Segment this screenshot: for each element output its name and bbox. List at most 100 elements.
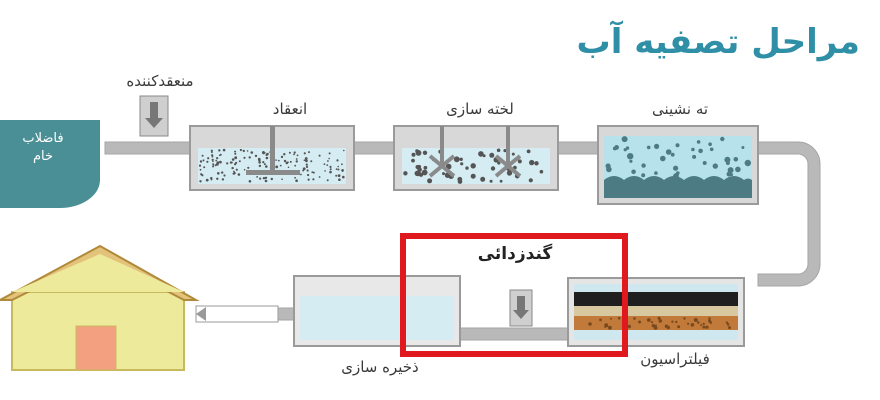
particle xyxy=(199,180,202,183)
particle xyxy=(687,322,690,325)
particle xyxy=(517,159,522,164)
particle xyxy=(306,169,309,172)
particle xyxy=(727,167,734,174)
raw-water-tank xyxy=(0,120,100,208)
particle xyxy=(215,159,218,162)
particle xyxy=(489,152,495,158)
particle xyxy=(222,148,226,152)
particle xyxy=(654,171,658,175)
particle xyxy=(342,175,345,179)
particle xyxy=(248,180,252,183)
particle xyxy=(621,136,628,143)
particle xyxy=(287,166,290,169)
particle xyxy=(221,178,225,181)
particle xyxy=(539,169,544,174)
particle xyxy=(733,157,739,162)
particle xyxy=(305,159,308,163)
particle xyxy=(263,163,266,166)
particle xyxy=(427,178,433,184)
flocculation-tank xyxy=(393,125,559,191)
particle xyxy=(231,158,234,161)
particle xyxy=(212,165,215,167)
particle xyxy=(303,159,306,161)
particle xyxy=(302,167,306,171)
particle xyxy=(673,165,679,171)
particle xyxy=(337,165,340,168)
particle xyxy=(337,168,340,171)
particle xyxy=(216,161,220,164)
particle xyxy=(242,149,245,153)
disinfection-highlight-box xyxy=(400,233,628,357)
stirrer-icon xyxy=(246,126,300,175)
particle xyxy=(700,324,703,327)
particle xyxy=(709,321,713,324)
particle xyxy=(422,171,426,175)
particle xyxy=(223,174,226,177)
particle xyxy=(698,148,703,154)
particle xyxy=(641,173,646,178)
inlet-arrow-icon xyxy=(139,95,169,137)
particle xyxy=(202,159,205,162)
particle xyxy=(720,136,725,142)
storage-tank xyxy=(293,275,461,347)
particle xyxy=(641,163,646,168)
particle xyxy=(305,163,308,166)
particle xyxy=(210,149,213,152)
particle xyxy=(335,168,338,171)
particle xyxy=(212,160,214,163)
particle xyxy=(256,176,258,178)
particle xyxy=(198,164,202,167)
particle xyxy=(528,178,533,183)
particle xyxy=(657,316,661,320)
particle xyxy=(453,156,460,163)
particle xyxy=(219,153,222,156)
particle xyxy=(676,171,680,175)
particle xyxy=(526,149,531,154)
flocculation-label: لخته سازی xyxy=(446,100,514,118)
particle xyxy=(610,317,612,320)
particle xyxy=(638,320,642,324)
particle xyxy=(258,161,261,164)
particle xyxy=(725,321,729,324)
outlet-arrow-icon xyxy=(195,305,279,323)
particle xyxy=(219,160,222,164)
coagulant-label: منعقدکننده xyxy=(126,72,194,90)
particle xyxy=(293,153,295,156)
particle xyxy=(233,171,236,175)
particle xyxy=(691,147,695,152)
particle xyxy=(653,326,658,330)
particle xyxy=(262,161,265,164)
particle xyxy=(422,150,428,155)
particle xyxy=(304,157,308,160)
particle xyxy=(414,170,420,176)
particle xyxy=(588,322,592,326)
particle xyxy=(324,170,326,172)
particle xyxy=(675,320,678,324)
particle xyxy=(293,151,296,154)
particle xyxy=(283,159,287,163)
particle xyxy=(308,151,310,154)
particle xyxy=(277,159,280,162)
particle xyxy=(599,318,602,322)
particle xyxy=(335,174,338,177)
particle xyxy=(211,151,213,154)
particle xyxy=(211,155,214,158)
particle xyxy=(237,173,241,176)
particle xyxy=(264,179,268,183)
particle xyxy=(470,173,476,179)
particle xyxy=(631,169,636,175)
particle xyxy=(337,174,341,178)
particle xyxy=(296,154,299,157)
particle xyxy=(499,179,503,183)
particle xyxy=(744,159,751,167)
particle xyxy=(275,165,279,169)
particle xyxy=(459,157,463,161)
particle xyxy=(442,172,445,176)
particle xyxy=(650,321,654,324)
particle xyxy=(341,170,344,173)
particle xyxy=(218,149,221,152)
particle xyxy=(708,317,711,320)
particle xyxy=(411,158,415,163)
particle xyxy=(460,162,464,166)
particle xyxy=(265,165,268,168)
